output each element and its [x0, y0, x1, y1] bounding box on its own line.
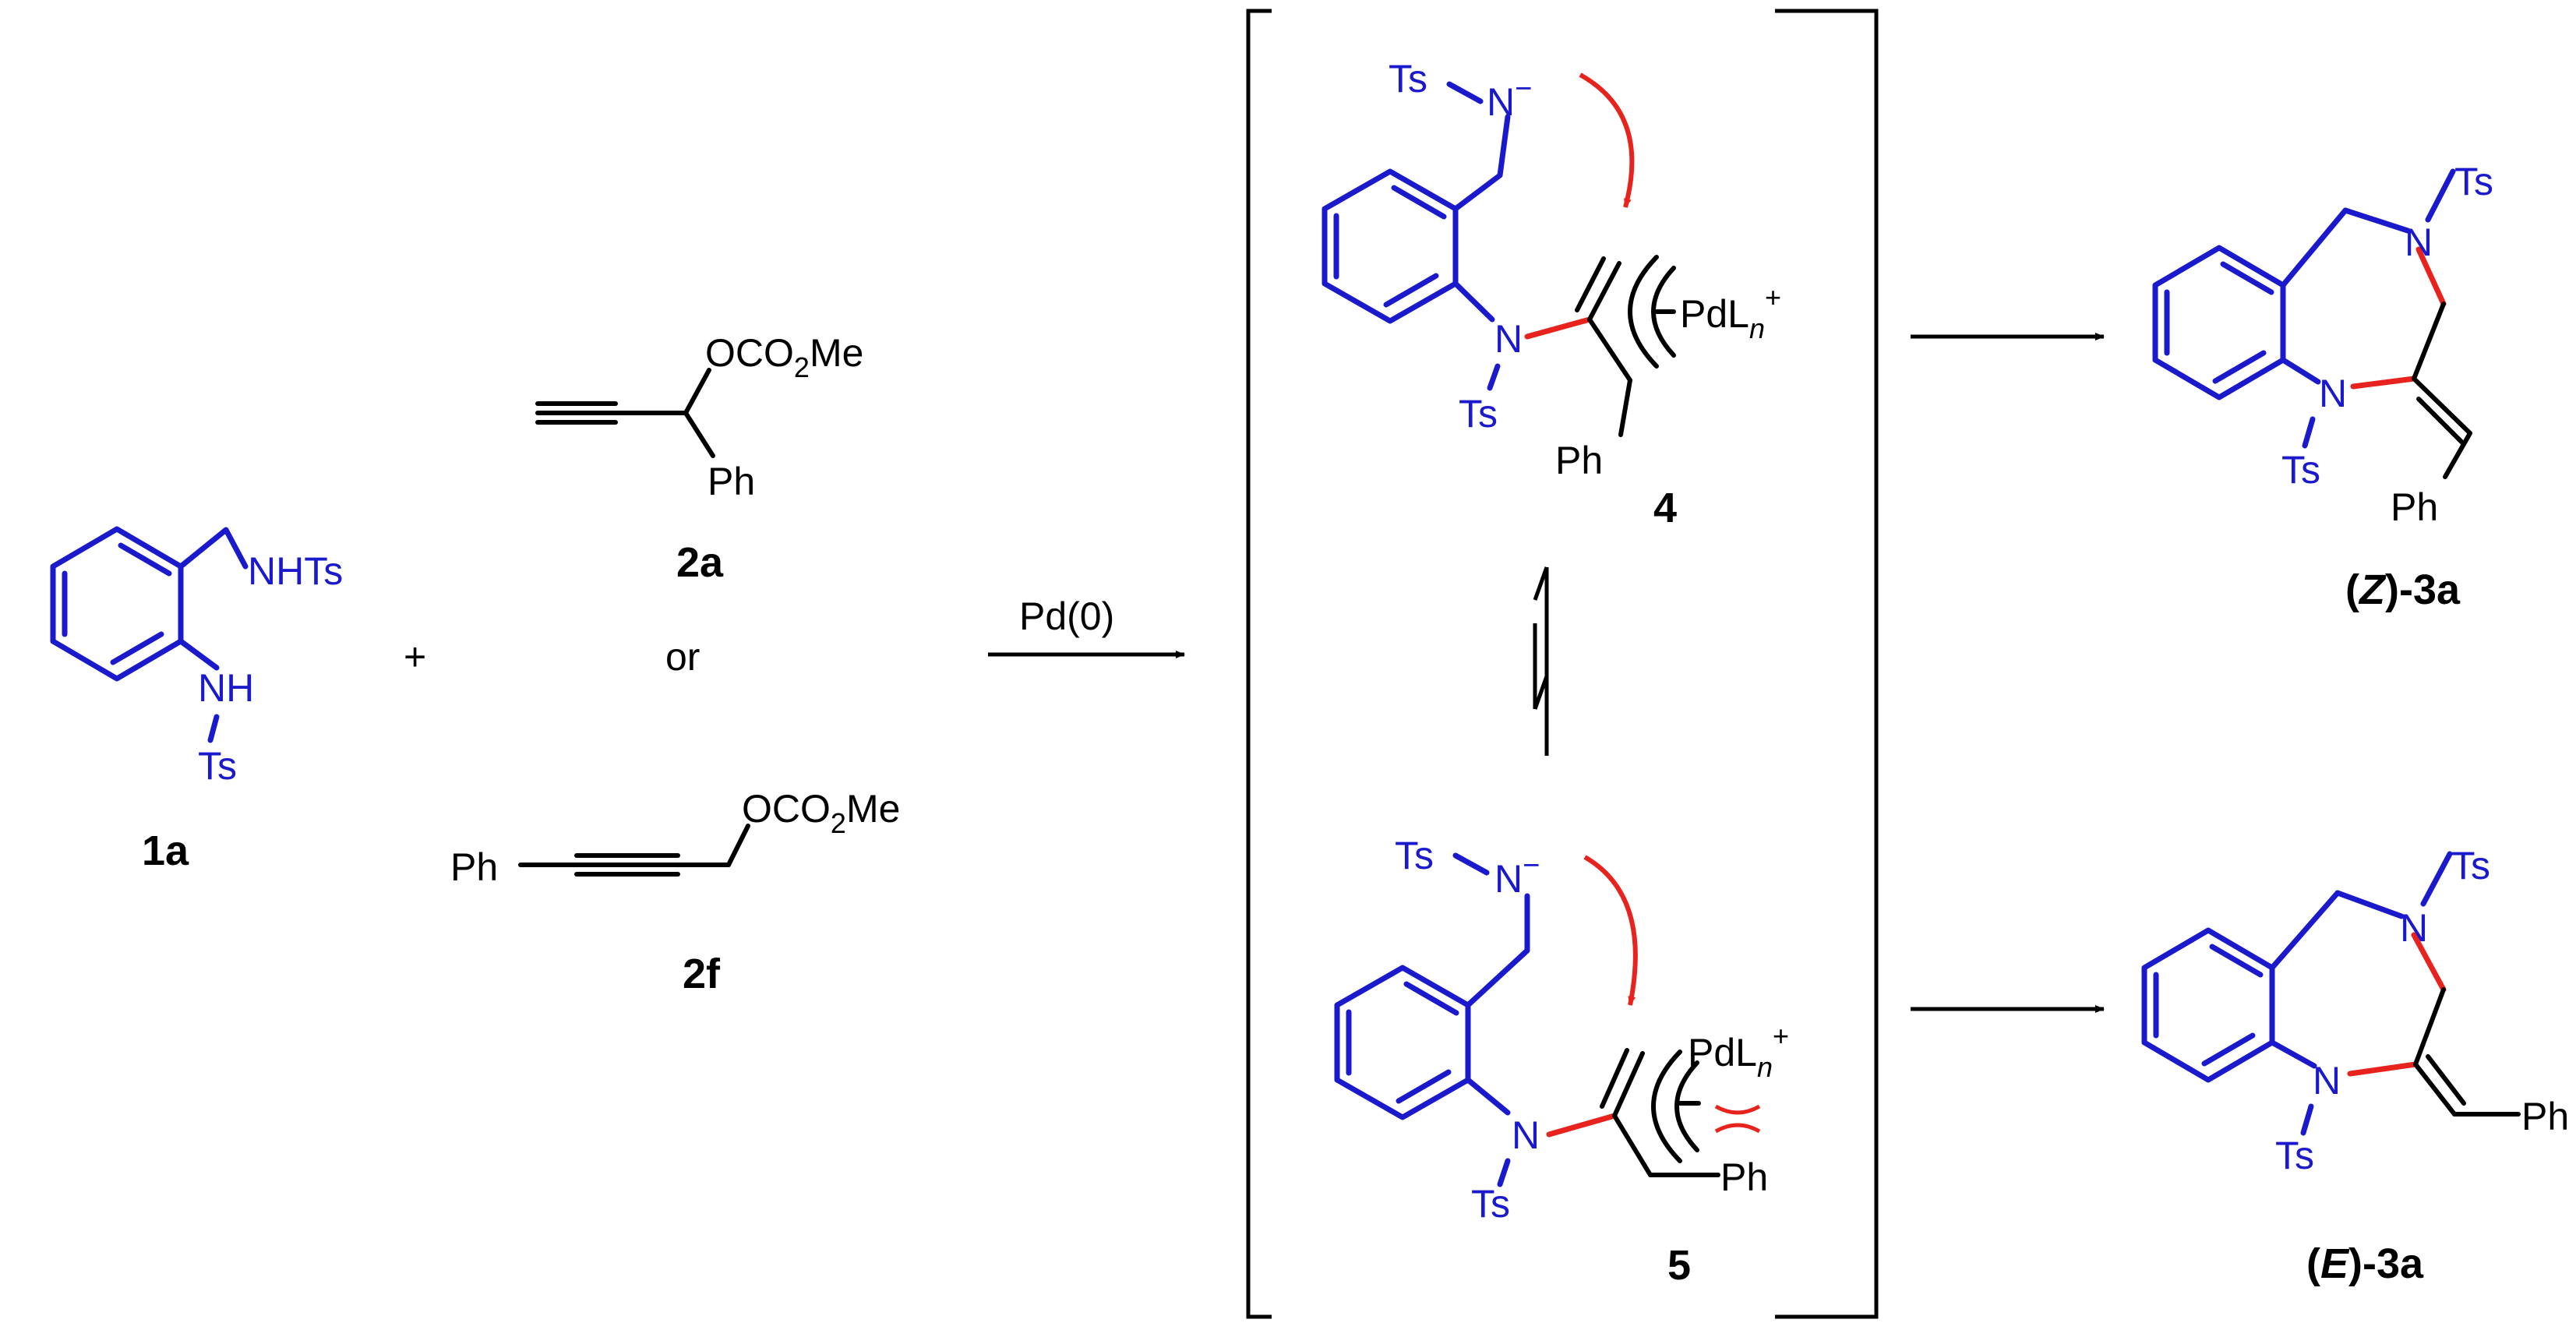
left-bracket [1246, 9, 1272, 1319]
label-5: 5 [1667, 1242, 1691, 1289]
reagent-label: Pd(0) [1019, 594, 1114, 638]
ts-bottom-4: Ts [1459, 392, 1498, 436]
ts-top-4: Ts [1389, 57, 1427, 101]
ts-bottom-e3a: Ts [2275, 1134, 2314, 1177]
equilibrium-arrows [1533, 566, 1549, 756]
ph-label-4: Ph [1555, 439, 1603, 482]
n-top-z3a: N [2405, 220, 2433, 264]
n-minus-5: N− [1494, 849, 1540, 901]
label-1a: 1a [142, 827, 189, 874]
compound-2f [518, 824, 750, 877]
right-bracket [1775, 9, 1879, 1319]
n-ring-4: N [1494, 317, 1523, 361]
label-2f: 2f [683, 951, 721, 997]
carbonate-label-2f: OCO2Me [742, 787, 900, 839]
plus-sign: + [404, 635, 426, 679]
label-e3a: (E)-3a [2306, 1240, 2424, 1287]
n-c-bond-5 [1546, 1113, 1618, 1138]
allyl-arc-4 [1628, 255, 1659, 369]
nhts-label-1a: NHTs [248, 549, 343, 593]
compound-2a [535, 368, 715, 458]
curved-arrow-5 [1583, 855, 1638, 1006]
pd-label-4: PdLn+ [1680, 281, 1781, 344]
ph-label-2a: Ph [708, 460, 755, 503]
n-top-e3a: N [2400, 906, 2428, 950]
n-minus-4: N− [1487, 72, 1532, 124]
ts-bottom-5: Ts [1471, 1182, 1510, 1226]
steric-clash-mark-5 [1714, 1104, 1761, 1134]
n-c-bond-4 [1524, 316, 1593, 340]
intermediate-5 [1334, 852, 1530, 1187]
n-bottom-z3a: N [2319, 372, 2347, 415]
benzene-ring-1a [50, 526, 184, 682]
label-2a: 2a [676, 539, 724, 586]
ph-label-z3a: Ph [2391, 485, 2438, 529]
n-bottom-e3a: N [2313, 1059, 2341, 1102]
n-c-bond-z3a [2350, 376, 2417, 390]
carbonate-label-2a: OCO2Me [705, 331, 863, 383]
product-e-3a [2141, 851, 2453, 1136]
benzene-ring-4 [1322, 168, 1459, 324]
ts-top-5: Ts [1395, 834, 1434, 877]
label-z3a: (Z)-3a [2345, 566, 2461, 613]
or-text: or [665, 635, 700, 679]
pd-label-5: PdLn+ [1688, 1020, 1789, 1083]
ts-label-1a: Ts [198, 744, 237, 788]
ts-top-e3a: Ts [2451, 844, 2490, 887]
n-c-bond-e3a [2347, 1061, 2419, 1077]
curved-arrow-4 [1579, 72, 1635, 208]
ts-top-z3a: Ts [2454, 160, 2493, 203]
n-ring-5: N [1512, 1113, 1540, 1157]
benzene-ring-5 [1334, 965, 1471, 1120]
cn-bond-e3a [2411, 932, 2447, 993]
intermediate-4 [1322, 81, 1511, 391]
compound-1a [50, 526, 249, 743]
benzene-ring-e3a [2141, 927, 2275, 1083]
ph-label-5: Ph [1720, 1155, 1768, 1199]
allyl-arc-5 [1651, 1050, 1682, 1163]
label-4: 4 [1653, 485, 1677, 531]
ph-label-2f: Ph [450, 845, 498, 889]
benzene-ring-z3a [2152, 245, 2286, 400]
ts-bottom-z3a: Ts [2281, 448, 2320, 492]
product-z-3a [2152, 168, 2456, 449]
nh-label-1a: NH [198, 666, 254, 710]
ph-label-e3a: Ph [2521, 1095, 2569, 1138]
cn-bond-z3a [2415, 246, 2447, 307]
